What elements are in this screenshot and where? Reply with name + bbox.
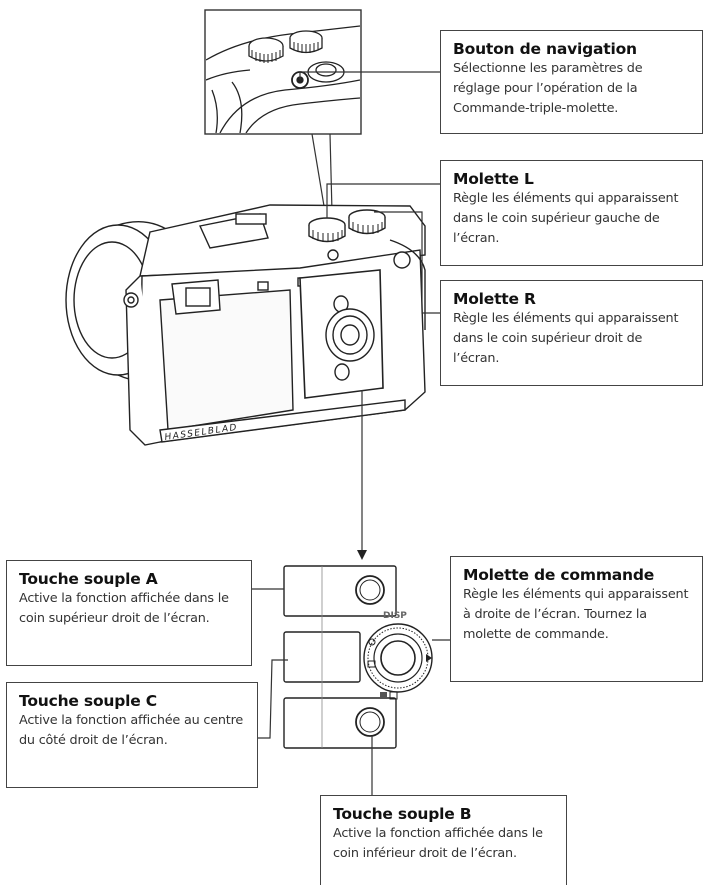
camera-body	[65, 204, 426, 446]
callout-title: Touche souple B	[333, 805, 472, 823]
callout-description: Sélectionne les paramètres de réglage po…	[453, 61, 643, 116]
leader-dial-l	[326, 183, 440, 218]
callout-description: Active la fonction affichée dans le coin…	[333, 826, 543, 861]
callout-title: Touche souple C	[19, 692, 157, 710]
disp-label: DISP	[383, 611, 407, 621]
control-detail	[283, 565, 433, 749]
callout-title: Molette de commande	[463, 566, 655, 584]
callout-description: Active la fonction affichée dans le coin…	[19, 591, 229, 626]
inset-leader-right	[329, 133, 333, 213]
callout-soft-key-b: Touche souple B Active la fonction affic…	[320, 795, 567, 885]
inset-leader-left	[311, 133, 326, 213]
callout-soft-key-a: Touche souple A Active la fonction affic…	[6, 560, 252, 666]
navigation-inset	[204, 9, 440, 135]
leader-dial-r	[374, 211, 440, 314]
callout-dial-r: Molette R Règle les éléments qui apparai…	[440, 280, 703, 386]
callout-soft-key-c: Touche souple C Active la fonction affic…	[6, 682, 258, 788]
callout-title: Touche souple A	[19, 570, 158, 588]
arrow-head-icon	[357, 550, 367, 560]
callout-dial-l: Molette L Règle les éléments qui apparai…	[440, 160, 703, 266]
leader-soft-c	[258, 659, 288, 739]
callout-navigation-button: Bouton de navigation Sélectionne les par…	[440, 30, 703, 134]
callout-title: Molette R	[453, 290, 536, 308]
callout-title: Bouton de navigation	[453, 40, 637, 58]
callout-description: Règle les éléments qui apparaissent dans…	[453, 191, 679, 246]
callout-description: Active la fonction affichée au centre du…	[19, 713, 244, 748]
callout-title: Molette L	[453, 170, 534, 188]
callout-control-dial: Molette de commande Règle les éléments q…	[450, 556, 703, 682]
callout-description: Règle les éléments qui apparaissent dans…	[453, 311, 679, 366]
callout-description: Règle les éléments qui apparaissent à dr…	[463, 587, 689, 642]
